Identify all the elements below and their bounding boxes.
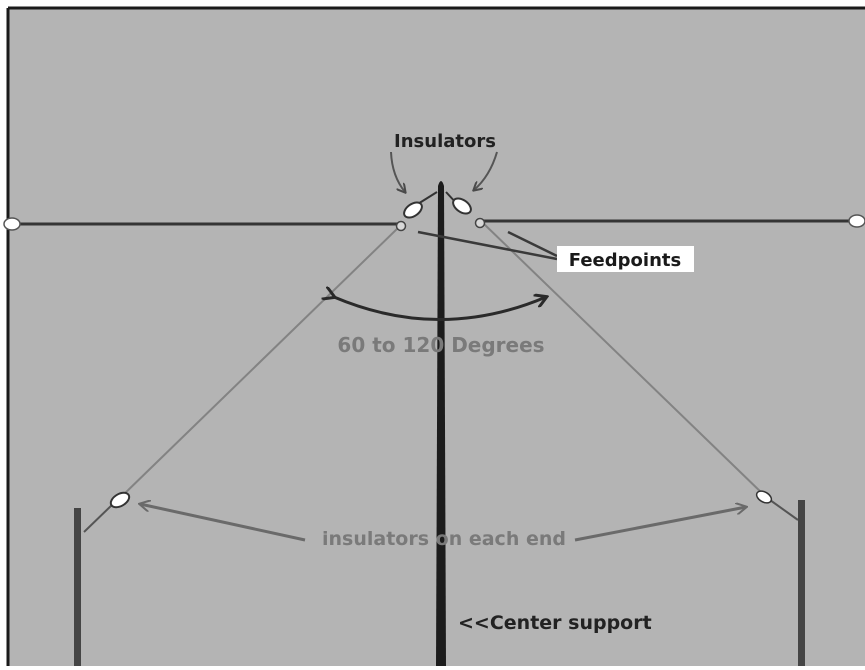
feedpoints-label: Feedpoints [569, 250, 681, 271]
angle-label: 60 to 120 Degrees [337, 333, 544, 357]
left-anchor-insulator-icon [3, 217, 21, 231]
top-left-insulator-icon [403, 201, 423, 219]
right-end-pole [798, 500, 805, 666]
right-antenna-element [482, 222, 766, 497]
insulators-left-arrow-icon [390, 151, 405, 192]
feedpoint-right-pointer [507, 230, 558, 258]
insulators-top-label: Insulators [394, 131, 496, 152]
feedpoints-label-box [557, 246, 694, 272]
insulators-right-arrow-icon [474, 151, 498, 190]
left-feedpoint-icon [395, 220, 407, 232]
left-end-pole [74, 508, 81, 666]
left-end-insulator-icon [109, 491, 131, 509]
right-anchor-insulator-icon [848, 214, 865, 228]
right-feedpoint-icon [474, 217, 486, 229]
left-antenna-element [119, 225, 401, 499]
right-end-insulator-icon [755, 490, 773, 504]
center-support-label: <<Center support [458, 612, 652, 634]
end-insulators-left-arrow-icon [140, 504, 306, 542]
feedpoint-left-pointer [417, 230, 558, 261]
top-right-insulator-icon [452, 197, 472, 215]
left-end-tie [83, 502, 115, 533]
right-end-tie [769, 499, 799, 521]
end-insulators-right-arrow-icon [574, 507, 746, 542]
angle-arc-icon [334, 297, 546, 321]
insulators-ends-label: insulators on each end [322, 528, 566, 550]
